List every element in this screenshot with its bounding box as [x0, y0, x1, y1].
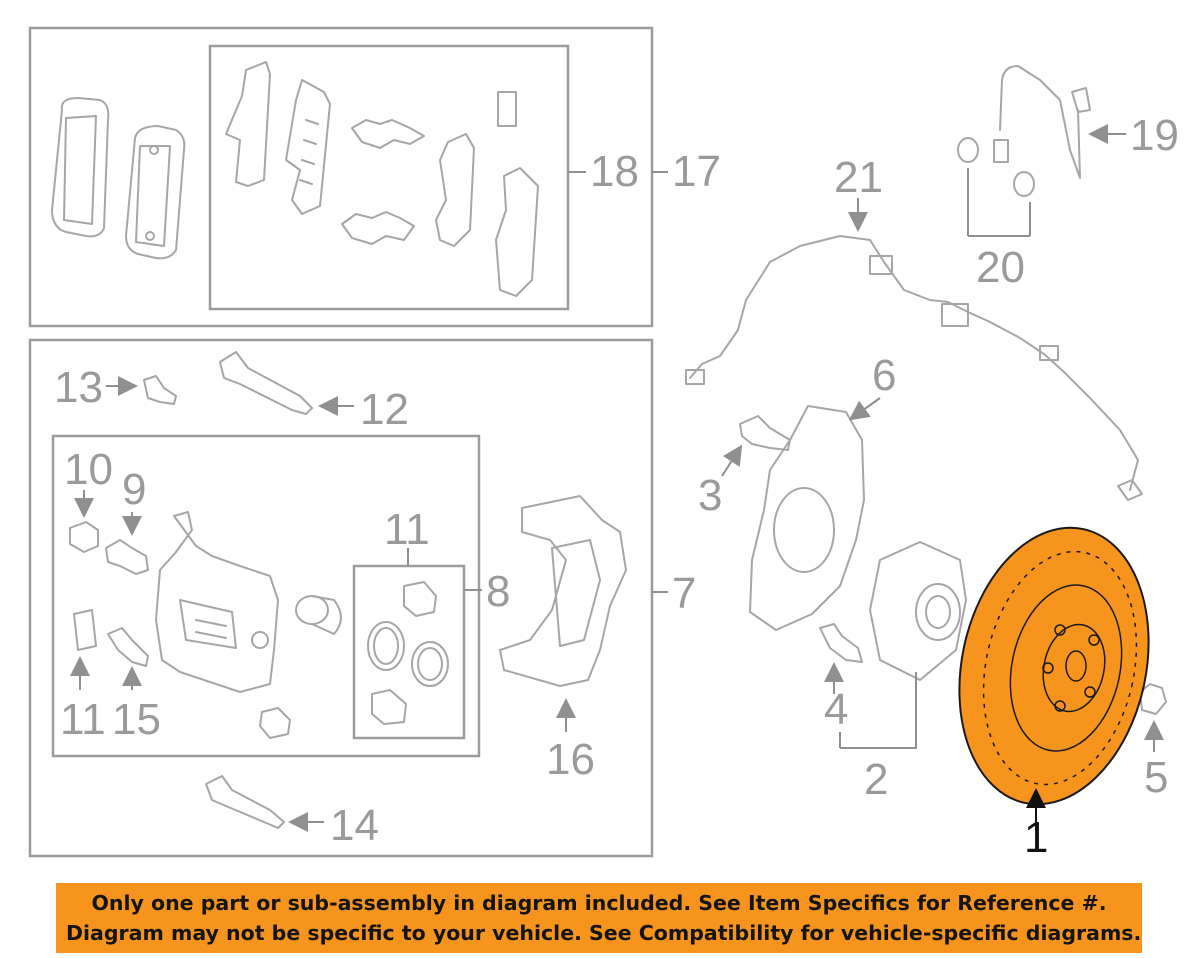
callout-4: 4: [824, 685, 848, 734]
callout-19: 19: [1130, 111, 1179, 160]
guide-pin-14: [205, 775, 285, 829]
caliper-assembly-box: [28, 338, 654, 858]
bolt-3: [739, 415, 791, 451]
brake-hose-19: [993, 65, 1091, 179]
callout-8: 8: [486, 567, 510, 616]
brake-rotor-1: [958, 526, 1150, 806]
hub-bolt-4: [819, 623, 863, 663]
callout-14: 14: [330, 801, 379, 850]
bleeder-cap-10: [69, 521, 99, 553]
washers-20: [957, 137, 1035, 197]
dust-shield-6: [749, 405, 865, 631]
callout-9: 9: [122, 465, 146, 514]
pad-shims-and-clips: [225, 61, 539, 297]
caliper-bracket-16: [499, 495, 627, 687]
pad-shim-11: [73, 609, 97, 651]
abs-sensor-wire-21: [685, 235, 1143, 501]
callout-13: 13: [54, 363, 103, 412]
callout-3: 3: [698, 471, 722, 520]
pad-kit-box: [28, 26, 654, 328]
callout-17: 17: [672, 147, 721, 196]
dust-plug: [259, 707, 291, 739]
parts-diagram: 18 17 13 12 10 9 11 15: [28, 26, 1179, 862]
caliper-subassembly-box: [51, 434, 481, 758]
callout-11-left: 11: [60, 695, 106, 744]
callout-15: 15: [112, 695, 161, 744]
caliper-body: [155, 511, 279, 693]
disclaimer-line-2: Diagram may not be specific to your vehi…: [66, 921, 1142, 945]
wheel-hub-2: [869, 541, 967, 681]
disclaimer-line-1: Only one part or sub-assembly in diagram…: [91, 891, 1107, 915]
pad-hardware-box: [208, 44, 570, 311]
callout-20: 20: [976, 243, 1025, 292]
callout-6: 6: [872, 351, 896, 400]
callout-21: 21: [834, 153, 883, 202]
bleeder-screw-9: [105, 539, 149, 575]
hub-nut-5: [1139, 683, 1167, 715]
callout-1: 1: [1024, 813, 1048, 862]
callout-10: 10: [64, 445, 113, 494]
callout-16: 16: [546, 735, 595, 784]
bolt-15: [107, 627, 149, 667]
callout-11-kit: 11: [384, 505, 430, 554]
callout-12: 12: [360, 385, 409, 434]
callout-5: 5: [1144, 753, 1168, 802]
callout-7: 7: [672, 569, 696, 618]
bolt-13: [143, 375, 177, 405]
guide-pin-12: [219, 351, 313, 415]
callout-2: 2: [864, 755, 888, 804]
disclaimer-banner: Only one part or sub-assembly in diagram…: [56, 883, 1142, 953]
callout-18: 18: [590, 147, 639, 196]
outer-brake-pads: [51, 97, 186, 260]
seal-kit-11: [367, 581, 449, 725]
seal-kit-box: [352, 564, 466, 740]
caliper-piston: [295, 595, 342, 635]
